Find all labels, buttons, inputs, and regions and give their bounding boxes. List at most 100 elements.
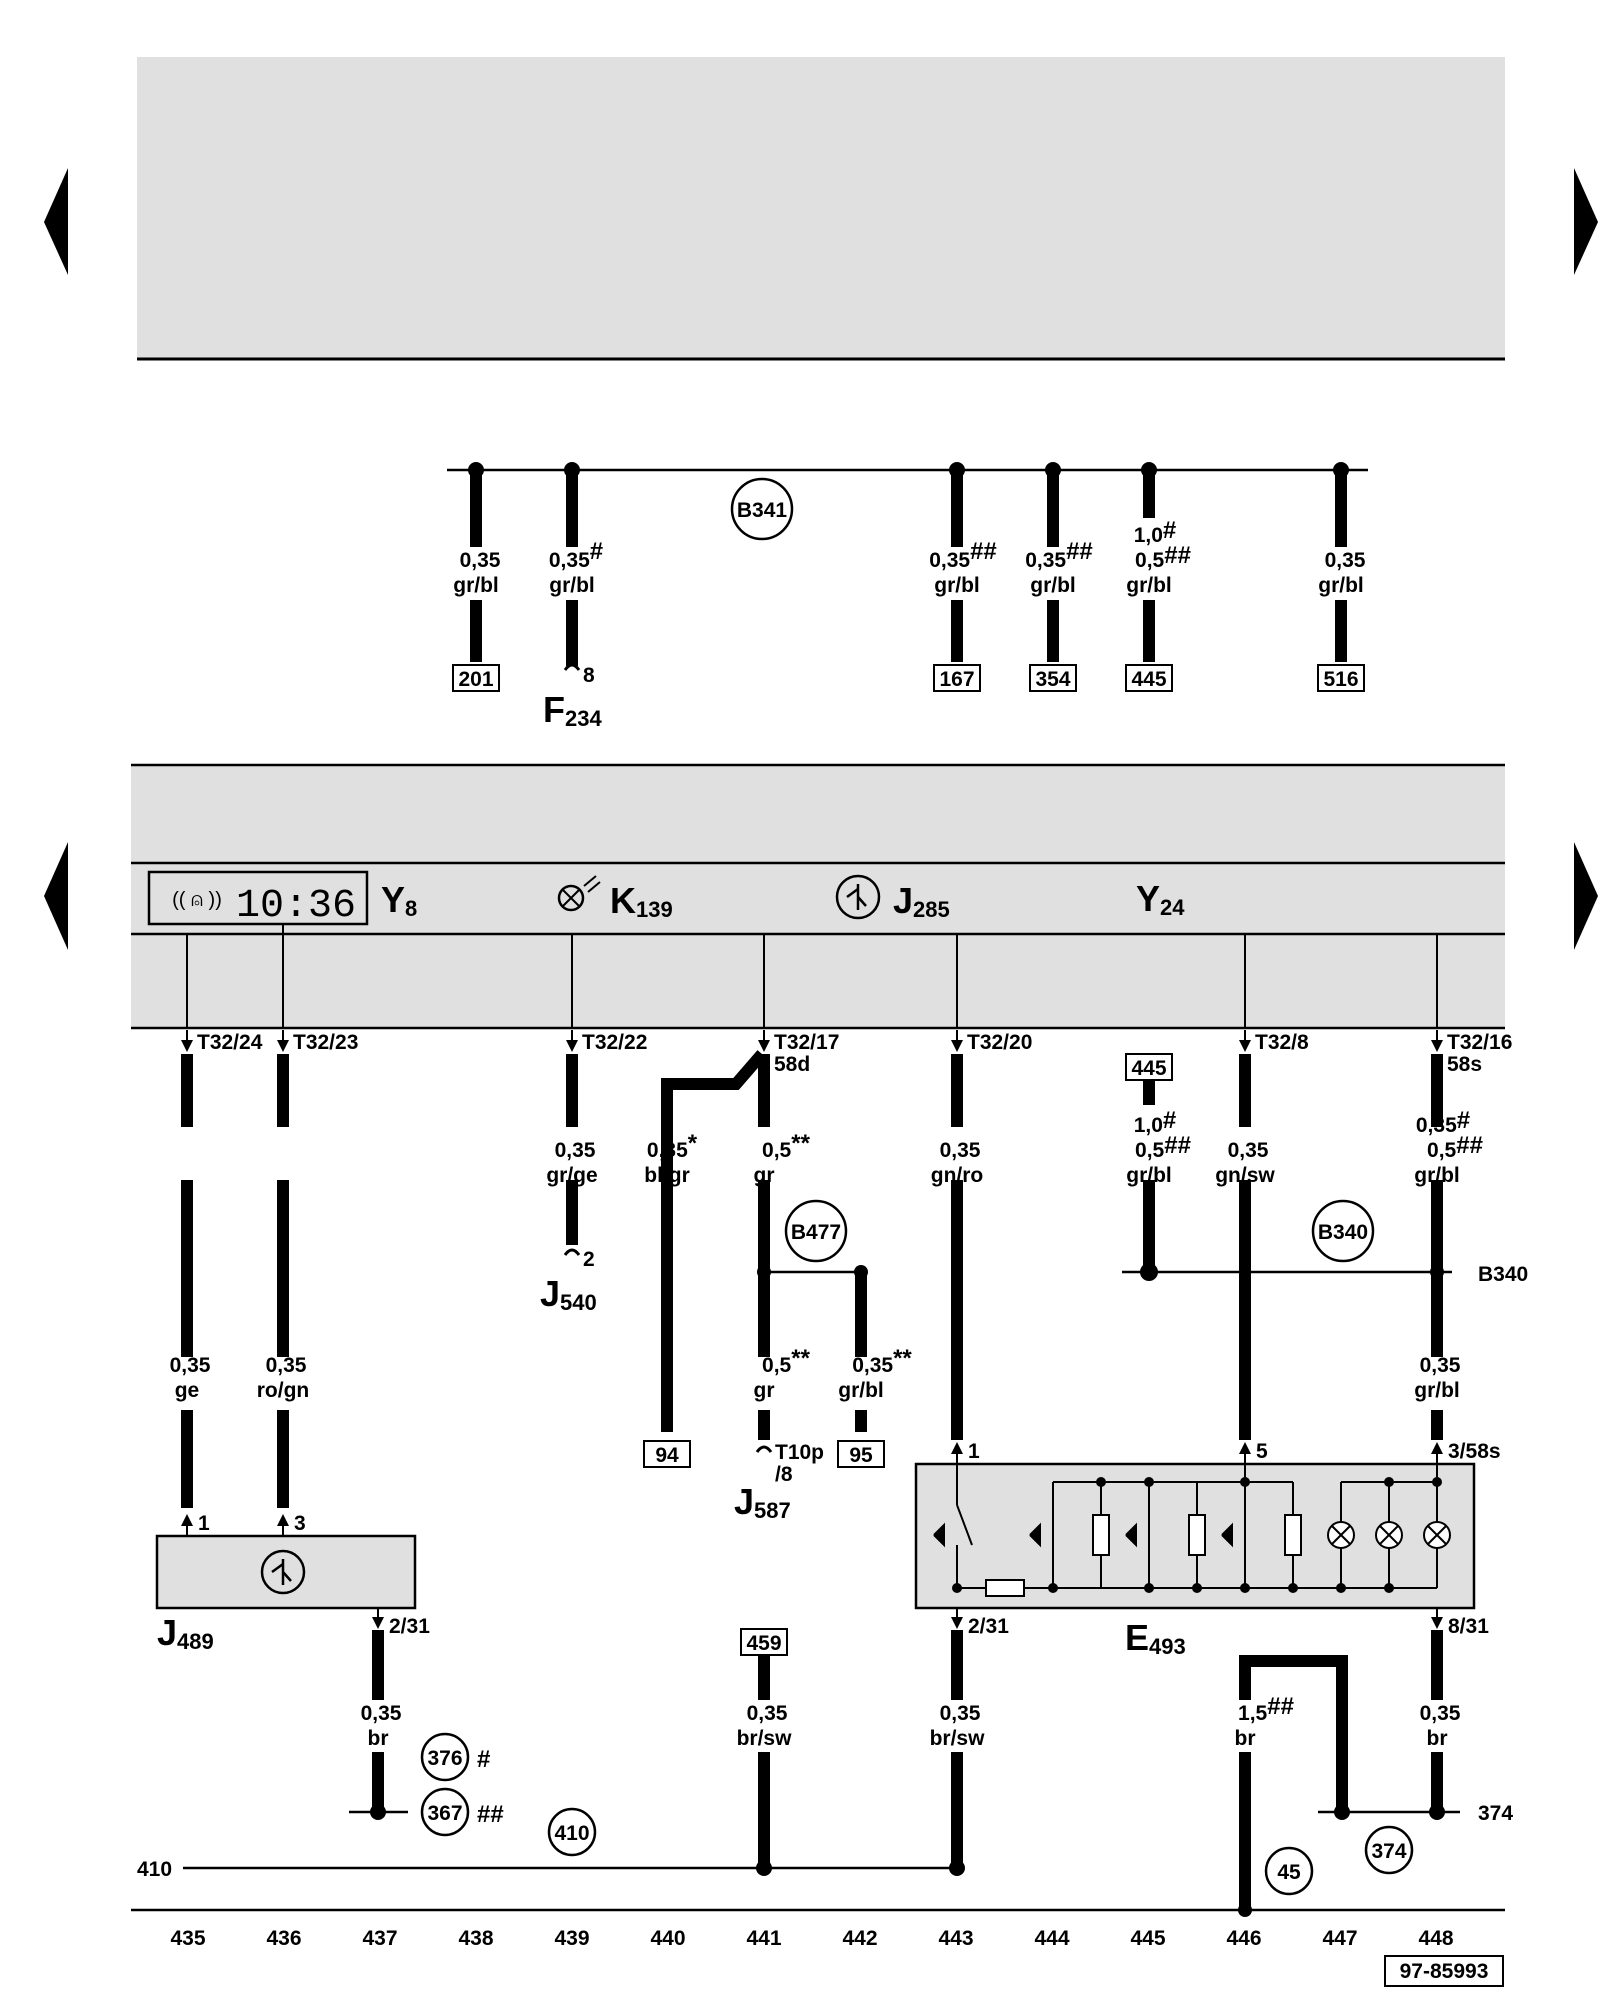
e493-ground-pin-2: 8/31 (1448, 1615, 1489, 1638)
previous-page-arrow-top[interactable] (44, 168, 68, 275)
ground-line-374-label: 374 (1478, 1802, 1513, 1825)
wire-440-gauge: 0,35* (647, 1130, 698, 1162)
splice-374-label: 374 (1371, 1840, 1406, 1863)
wire-437-gauge: 0,35 (361, 1702, 402, 1725)
track-number: 438 (458, 1927, 493, 1950)
wire-442-gauge: 0,35** (852, 1345, 912, 1377)
connector-t32-8: T32/8 (1255, 1031, 1309, 1054)
splice-45-circle (1264, 1846, 1314, 1896)
track-number: 442 (842, 1927, 877, 1950)
top-wire-445-gauge1: 1,0# (1134, 517, 1177, 547)
connector-t32-24: T32/24 (197, 1031, 263, 1054)
wire-446b-gauge: 1,5## (1238, 1693, 1294, 1725)
wire-435-gauge: 0,35 (170, 1354, 211, 1377)
track-number: 437 (362, 1927, 397, 1950)
ref-box-167[interactable]: 167 (939, 668, 974, 691)
wire-443b-gauge: 0,35 (940, 1702, 981, 1725)
wire-446-color: gn/sw (1215, 1164, 1275, 1187)
component-k139-label: K139 (610, 880, 673, 922)
splice-b477-label: B477 (791, 1221, 841, 1244)
antenna-icon: (( ⍝ )) (172, 889, 222, 911)
wire-441c-gauge: 0,35 (747, 1702, 788, 1725)
ground-line-410-label: 410 (137, 1858, 172, 1881)
track-number: 447 (1322, 1927, 1357, 1950)
j587-connector-pin: /8 (775, 1463, 793, 1486)
k139-lamp-icon (557, 884, 585, 912)
wire-440-color: bl/gr (644, 1164, 690, 1187)
connector-t32-17: T32/17 (774, 1031, 839, 1054)
e493-pin-1: 1 (968, 1440, 980, 1463)
wire-441b-color: gr (754, 1379, 775, 1402)
connector-t32-22: T32/22 (582, 1031, 647, 1054)
splice-410-circle (547, 1807, 597, 1857)
track-number: 436 (266, 1927, 301, 1950)
wire-448-gauge1: 0,35# (1416, 1107, 1470, 1137)
j285-control-unit-icon (835, 874, 881, 920)
top-panel (137, 57, 1505, 359)
j489-control-unit-box (155, 1534, 417, 1610)
j587-connector-label: T10p (775, 1441, 824, 1464)
track-number: 441 (746, 1927, 781, 1950)
ref-box-445-top[interactable]: 445 (1131, 668, 1166, 691)
wire-445-gauge2: 0,5## (1135, 1132, 1191, 1162)
splice-45-label: 45 (1277, 1861, 1301, 1884)
splice-410-label: 410 (554, 1822, 589, 1845)
component-j540-label: J540 (540, 1273, 597, 1315)
ref-box-201[interactable]: 201 (458, 668, 493, 691)
f234-pin-label: 8 (583, 664, 595, 687)
top-wire-445-gauge2: 0,5## (1135, 542, 1191, 572)
next-page-arrow-bottom[interactable] (1574, 842, 1598, 950)
track-number: 435 (170, 1927, 205, 1950)
e493-pin-58s: 3/58s (1448, 1440, 1501, 1463)
ref-box-94[interactable]: 94 (655, 1444, 679, 1467)
ref-box-354[interactable]: 354 (1035, 668, 1070, 691)
wire-437-color: br (368, 1727, 389, 1750)
top-wire-354-gauge: 0,35## (1025, 538, 1093, 572)
ref-box-445-lower[interactable]: 445 (1131, 1057, 1166, 1080)
ref-box-95[interactable]: 95 (849, 1444, 873, 1467)
component-y24-label: Y24 (1136, 878, 1185, 920)
top-wire-167-gauge: 0,35## (929, 538, 997, 572)
j489-ground-pin: 2/31 (389, 1615, 430, 1638)
track-number: 439 (554, 1927, 589, 1950)
previous-page-arrow-bottom[interactable] (44, 842, 68, 950)
splice-367-mark: ## (477, 1801, 504, 1828)
splice-376-circle (420, 1732, 470, 1782)
wire-435-color: ge (175, 1379, 200, 1402)
top-wire-354-color: gr/bl (1030, 574, 1076, 597)
splice-376-mark: # (477, 1746, 490, 1773)
wire-443-gauge: 0,35 (940, 1139, 981, 1162)
track-number: 445 (1130, 1927, 1165, 1950)
ref-box-459[interactable]: 459 (746, 1632, 781, 1655)
component-y8-label: Y8 (381, 879, 417, 921)
next-page-arrow-top[interactable] (1574, 168, 1598, 275)
connector-58s: 58s (1447, 1053, 1482, 1076)
top-wire-f234-color: gr/bl (549, 574, 595, 597)
wire-441b-gauge: 0,5** (762, 1345, 811, 1377)
wire-441-color: gr (754, 1164, 775, 1187)
splice-b341-label: B341 (737, 499, 788, 522)
wire-443b-color: br/sw (930, 1727, 986, 1750)
e493-ground-pin-1: 2/31 (968, 1615, 1009, 1638)
wire-443-color: gn/ro (931, 1164, 984, 1187)
component-j285-label: J285 (893, 880, 950, 922)
component-f234-label: F234 (543, 689, 602, 731)
wire-439-gauge: 0,35 (555, 1139, 596, 1162)
wire-448b-color: gr/bl (1414, 1379, 1460, 1402)
wire-446-gauge: 0,35 (1228, 1139, 1269, 1162)
e493-pin-5: 5 (1256, 1440, 1268, 1463)
ref-box-516[interactable]: 516 (1323, 668, 1358, 691)
wire-448c-gauge: 0,35 (1420, 1702, 1461, 1725)
connector-t32-23: T32/23 (293, 1031, 358, 1054)
splice-b341-circle (730, 477, 794, 541)
component-j587-label: J587 (734, 1481, 791, 1523)
track-number: 448 (1418, 1927, 1453, 1950)
diagram-code: 97-85993 (1400, 1960, 1489, 1983)
splice-367-circle (420, 1787, 470, 1837)
wire-436-gauge: 0,35 (266, 1354, 307, 1377)
y8-clock-display (147, 870, 369, 926)
wire-436-color: ro/gn (257, 1379, 310, 1402)
e493-internal-circuit (933, 1464, 1438, 1597)
